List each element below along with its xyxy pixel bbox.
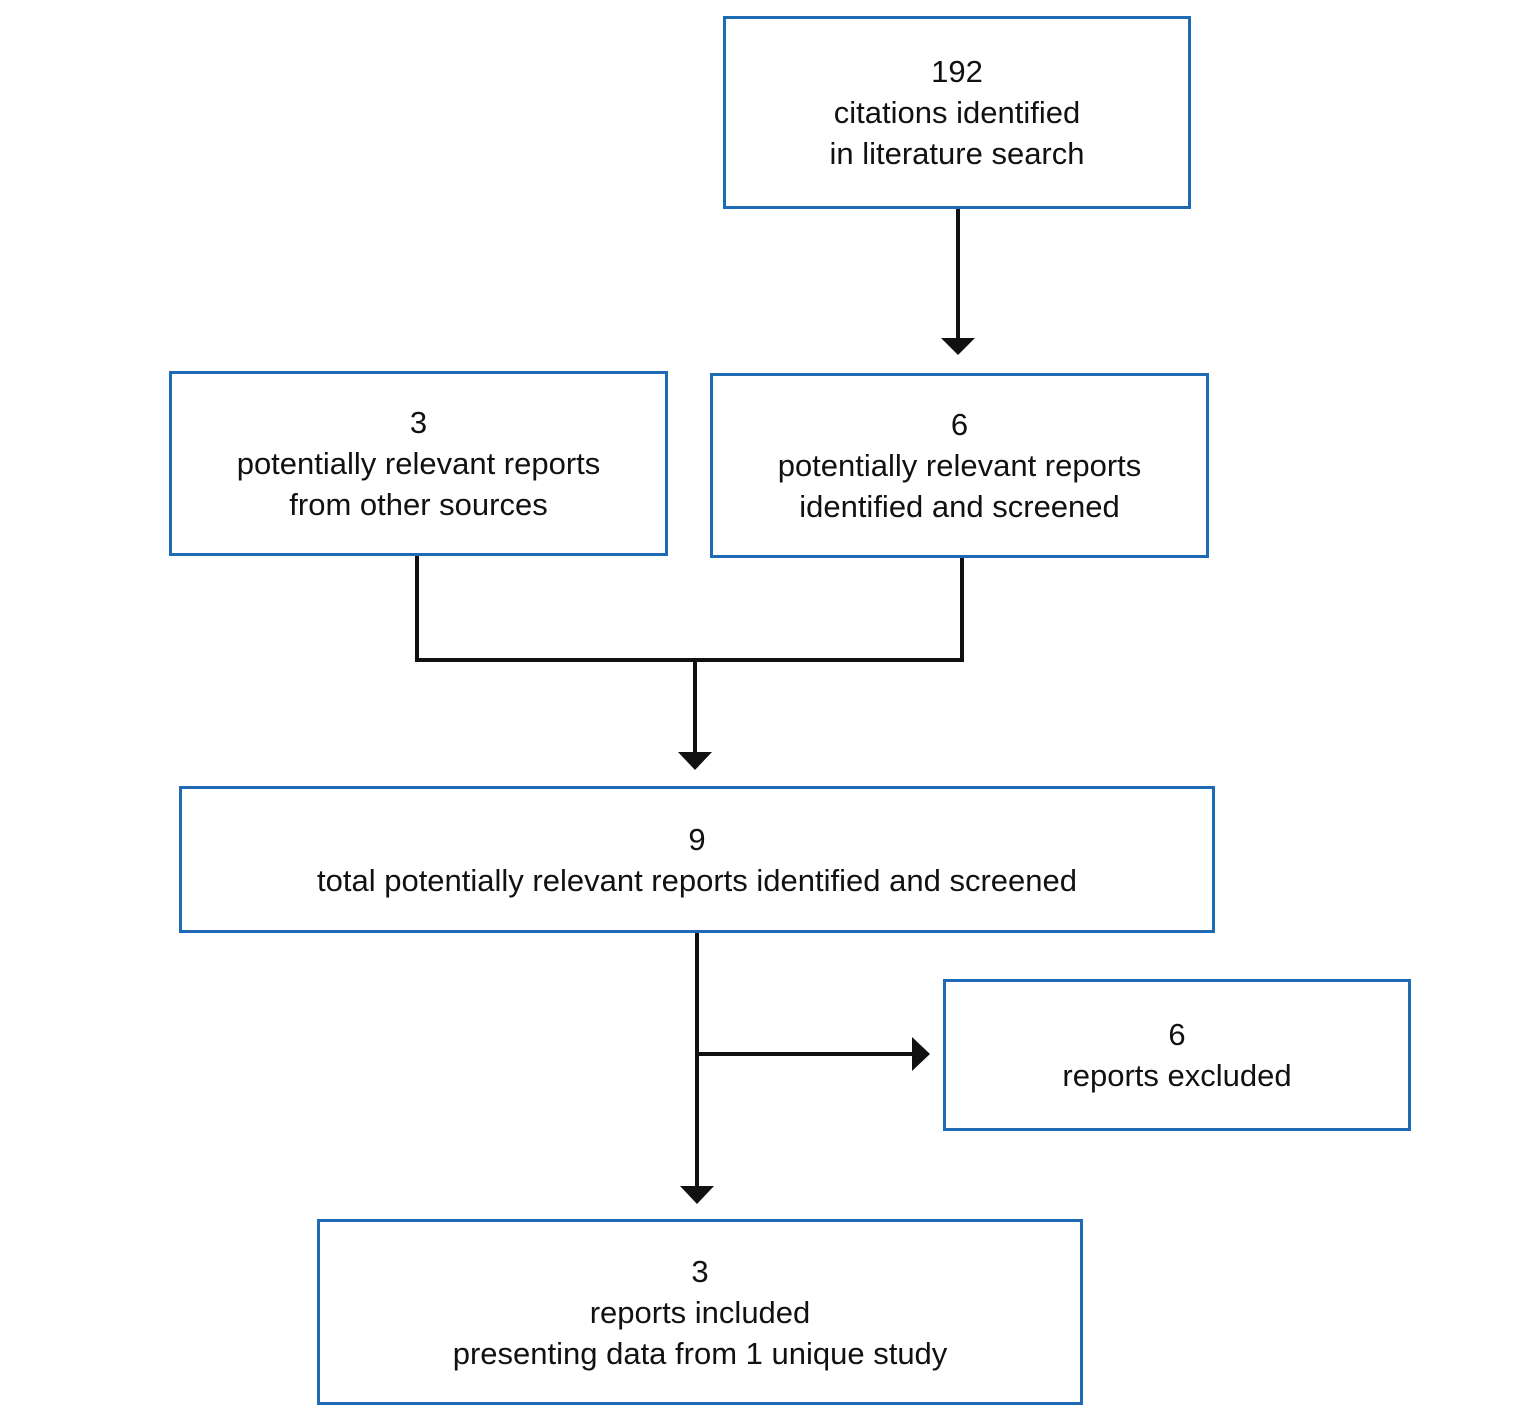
included-count: 3 [691,1253,709,1289]
excluded-reports-box: 6 reports excluded [943,979,1411,1131]
screened-reports-box: 6 potentially relevant reports identifie… [710,373,1209,558]
other-sources-label-line1: potentially relevant reports [236,446,601,481]
connector-merge [415,556,964,662]
screened-label-line1: potentially relevant reports [777,448,1142,483]
search-label-line1: citations identified [833,95,1081,130]
other-sources-count: 3 [409,405,428,440]
included-reports-box: 3 reports included presenting data from … [317,1219,1083,1405]
total-reports-box: 9 total potentially relevant reports ide… [179,786,1215,933]
excluded-count: 6 [1168,1017,1186,1052]
search-label-line2: in literature search [829,136,1085,171]
search-results-box: 192 citations identified in literature s… [723,16,1191,209]
other-sources-label-line2: from other sources [289,487,548,522]
other-sources-box: 3 potentially relevant reports from othe… [169,371,668,556]
search-count: 192 [931,54,983,89]
arrowhead-to-excluded [912,1037,930,1071]
arrowhead-to-included [680,1186,714,1204]
included-label-line2: presenting data from 1 unique study [452,1335,948,1371]
excluded-label: reports excluded [1062,1058,1292,1093]
total-label: total potentially relevant reports ident… [317,862,1077,898]
arrowhead-to-total [678,752,712,770]
screened-label-line2: identified and screened [799,489,1120,524]
included-label-line1: reports included [589,1294,811,1330]
total-count: 9 [688,821,706,857]
screened-count: 6 [950,407,969,442]
arrowhead-to-screened [941,338,975,355]
